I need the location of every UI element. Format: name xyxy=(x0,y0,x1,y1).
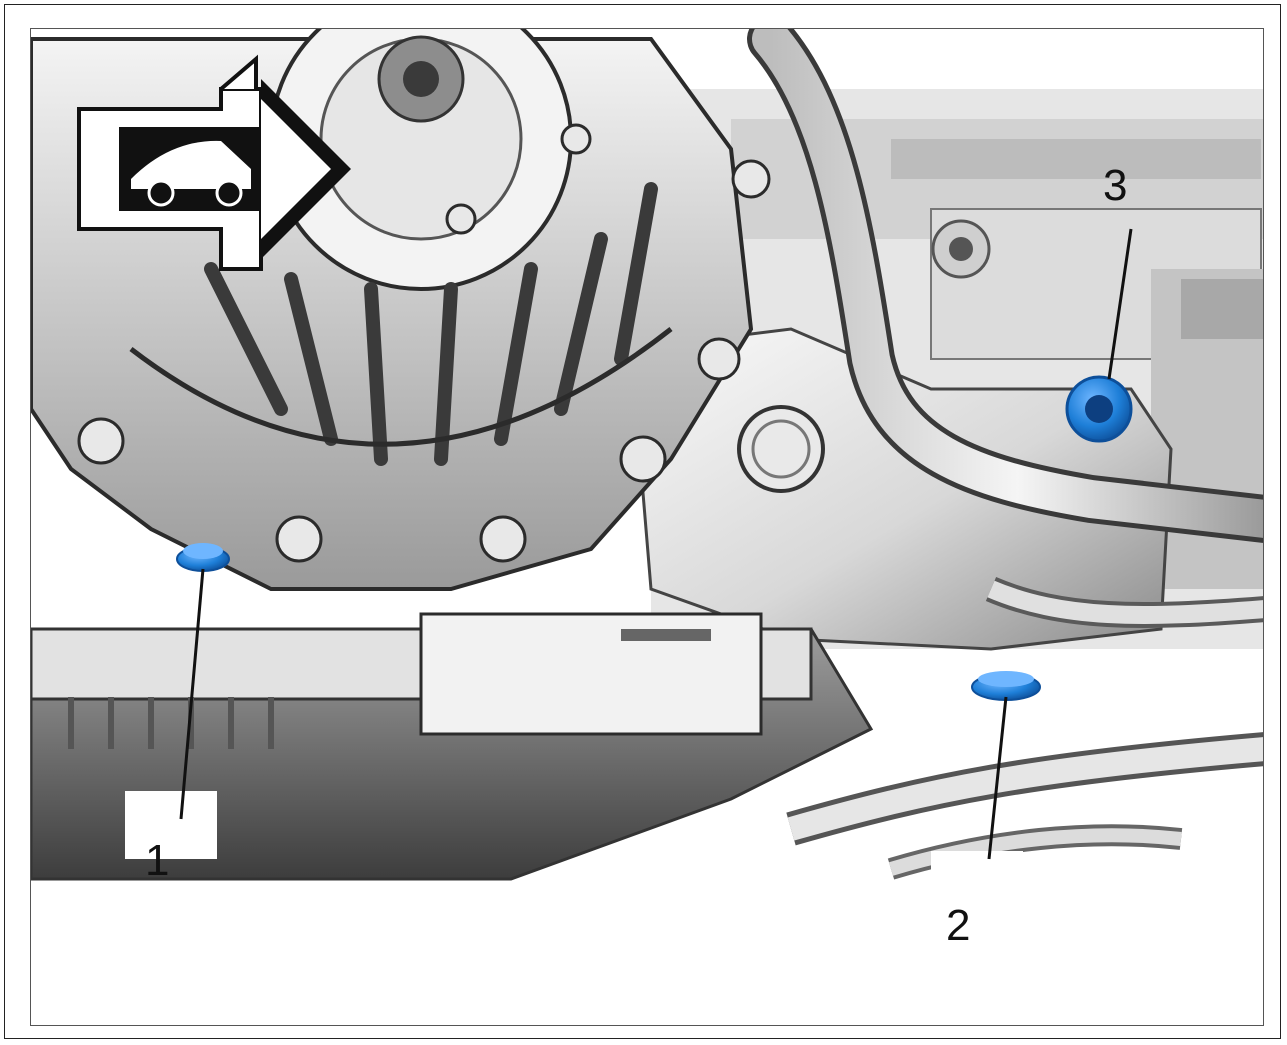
drain-plug-1 xyxy=(176,543,230,572)
outer-frame xyxy=(4,4,1281,1039)
vehicle-forward-arrow-icon xyxy=(77,54,351,271)
callout-label-1: 1 xyxy=(145,836,170,885)
sensor-port xyxy=(737,405,825,493)
leader-lines xyxy=(179,228,1133,860)
callout-label-3: 3 xyxy=(1103,161,1128,210)
label-patch-2 xyxy=(931,851,1023,907)
label-patch-1 xyxy=(125,791,217,859)
oil-pan xyxy=(31,612,874,881)
callout-label-2: 2 xyxy=(946,901,971,950)
fill-plug-3 xyxy=(1065,375,1133,443)
lower-lines xyxy=(786,732,1263,880)
transmission-drawing xyxy=(31,29,1263,907)
drain-plug-2 xyxy=(971,671,1041,701)
transmission-illustration: 1 2 3 xyxy=(30,28,1264,1026)
housing-bolts xyxy=(77,123,771,563)
